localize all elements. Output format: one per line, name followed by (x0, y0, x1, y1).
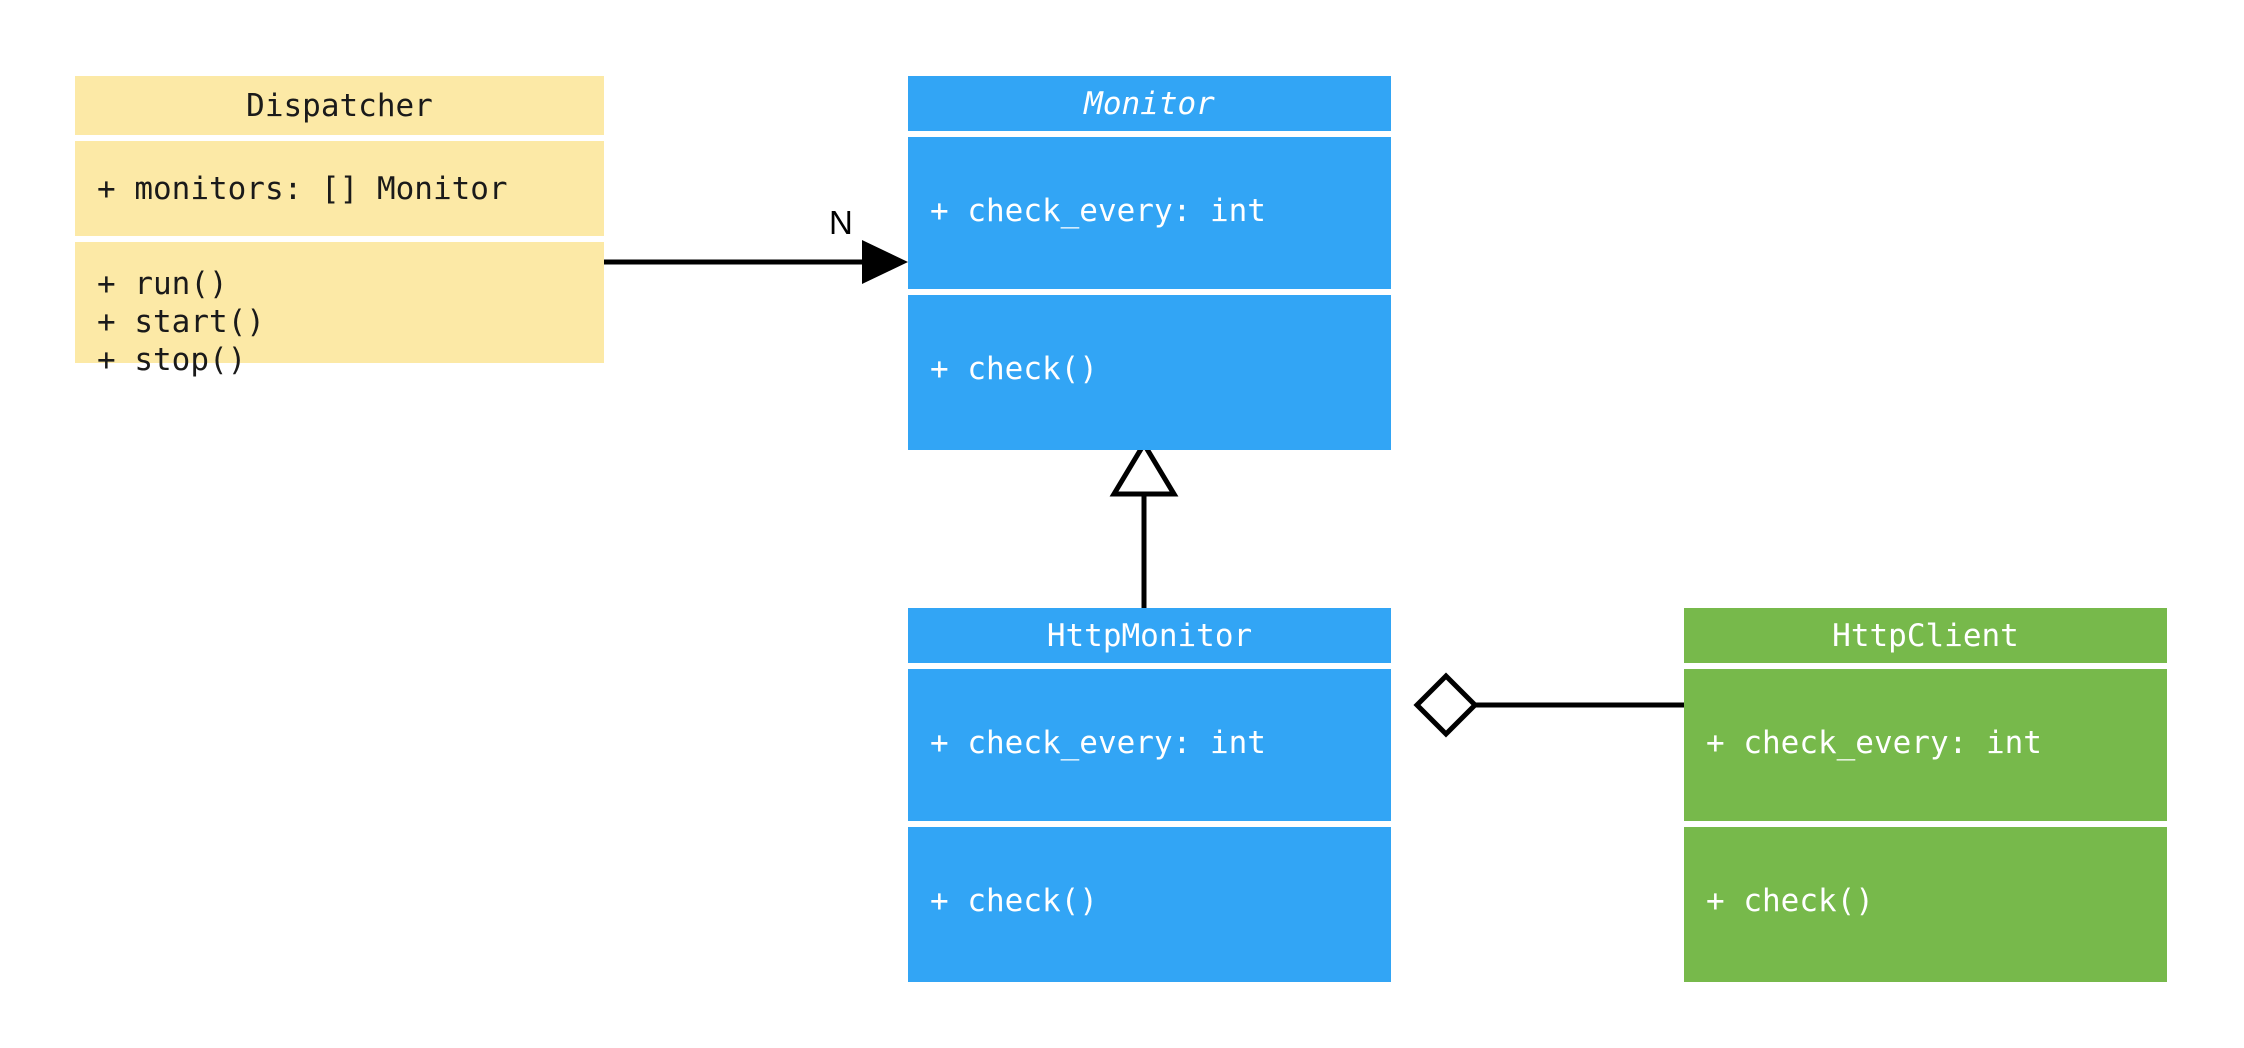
class-box-dispatcher[interactable]: Dispatcher + monitors: [] Monitor + run(… (75, 76, 604, 378)
class-box-monitor[interactable]: Monitor + check_every: int + check() (908, 76, 1391, 450)
method-item: + check() (1706, 883, 1874, 919)
class-title-monitor: Monitor (908, 76, 1391, 131)
method-item: + start() (97, 303, 265, 340)
class-title-httpmonitor: HttpMonitor (908, 608, 1391, 663)
relationship-aggregation-httpmonitor-httpclient (1413, 672, 1684, 738)
class-methods-monitor: + check() (908, 295, 1391, 450)
class-box-httpmonitor[interactable]: HttpMonitor + check_every: int + check() (908, 608, 1391, 982)
class-methods-httpclient: + check() (1684, 827, 2167, 982)
hollow-triangle-arrowhead-icon (1109, 439, 1179, 497)
class-attributes-httpmonitor: + check_every: int (908, 669, 1391, 821)
class-title-dispatcher: Dispatcher (75, 76, 604, 135)
hollow-diamond-icon (1413, 672, 1479, 738)
attribute-item: + check_every: int (930, 193, 1266, 229)
attribute-item: + check_every: int (1706, 725, 2042, 761)
attribute-item: + check_every: int (930, 725, 1266, 761)
class-attributes-dispatcher: + monitors: [] Monitor (75, 141, 604, 236)
method-item: + stop() (97, 341, 247, 378)
method-item: + run() (97, 266, 228, 302)
relationship-generalization-httpmonitor-monitor (1109, 439, 1179, 608)
association-multiplicity-label: N (829, 204, 853, 241)
method-item: + check() (930, 351, 1098, 387)
relationship-association-dispatcher-monitor (604, 240, 908, 284)
class-attributes-httpclient: + check_every: int (1684, 669, 2167, 821)
class-title-httpclient: HttpClient (1684, 608, 2167, 663)
class-box-httpclient[interactable]: HttpClient + check_every: int + check() (1684, 608, 2167, 982)
class-methods-httpmonitor: + check() (908, 827, 1391, 982)
filled-triangle-arrowhead-icon (862, 240, 908, 284)
method-item: + check() (930, 883, 1098, 919)
attribute-item: + monitors: [] Monitor (97, 171, 508, 207)
class-methods-dispatcher: + run() + start() + stop() (75, 242, 604, 378)
class-attributes-monitor: + check_every: int (908, 137, 1391, 289)
